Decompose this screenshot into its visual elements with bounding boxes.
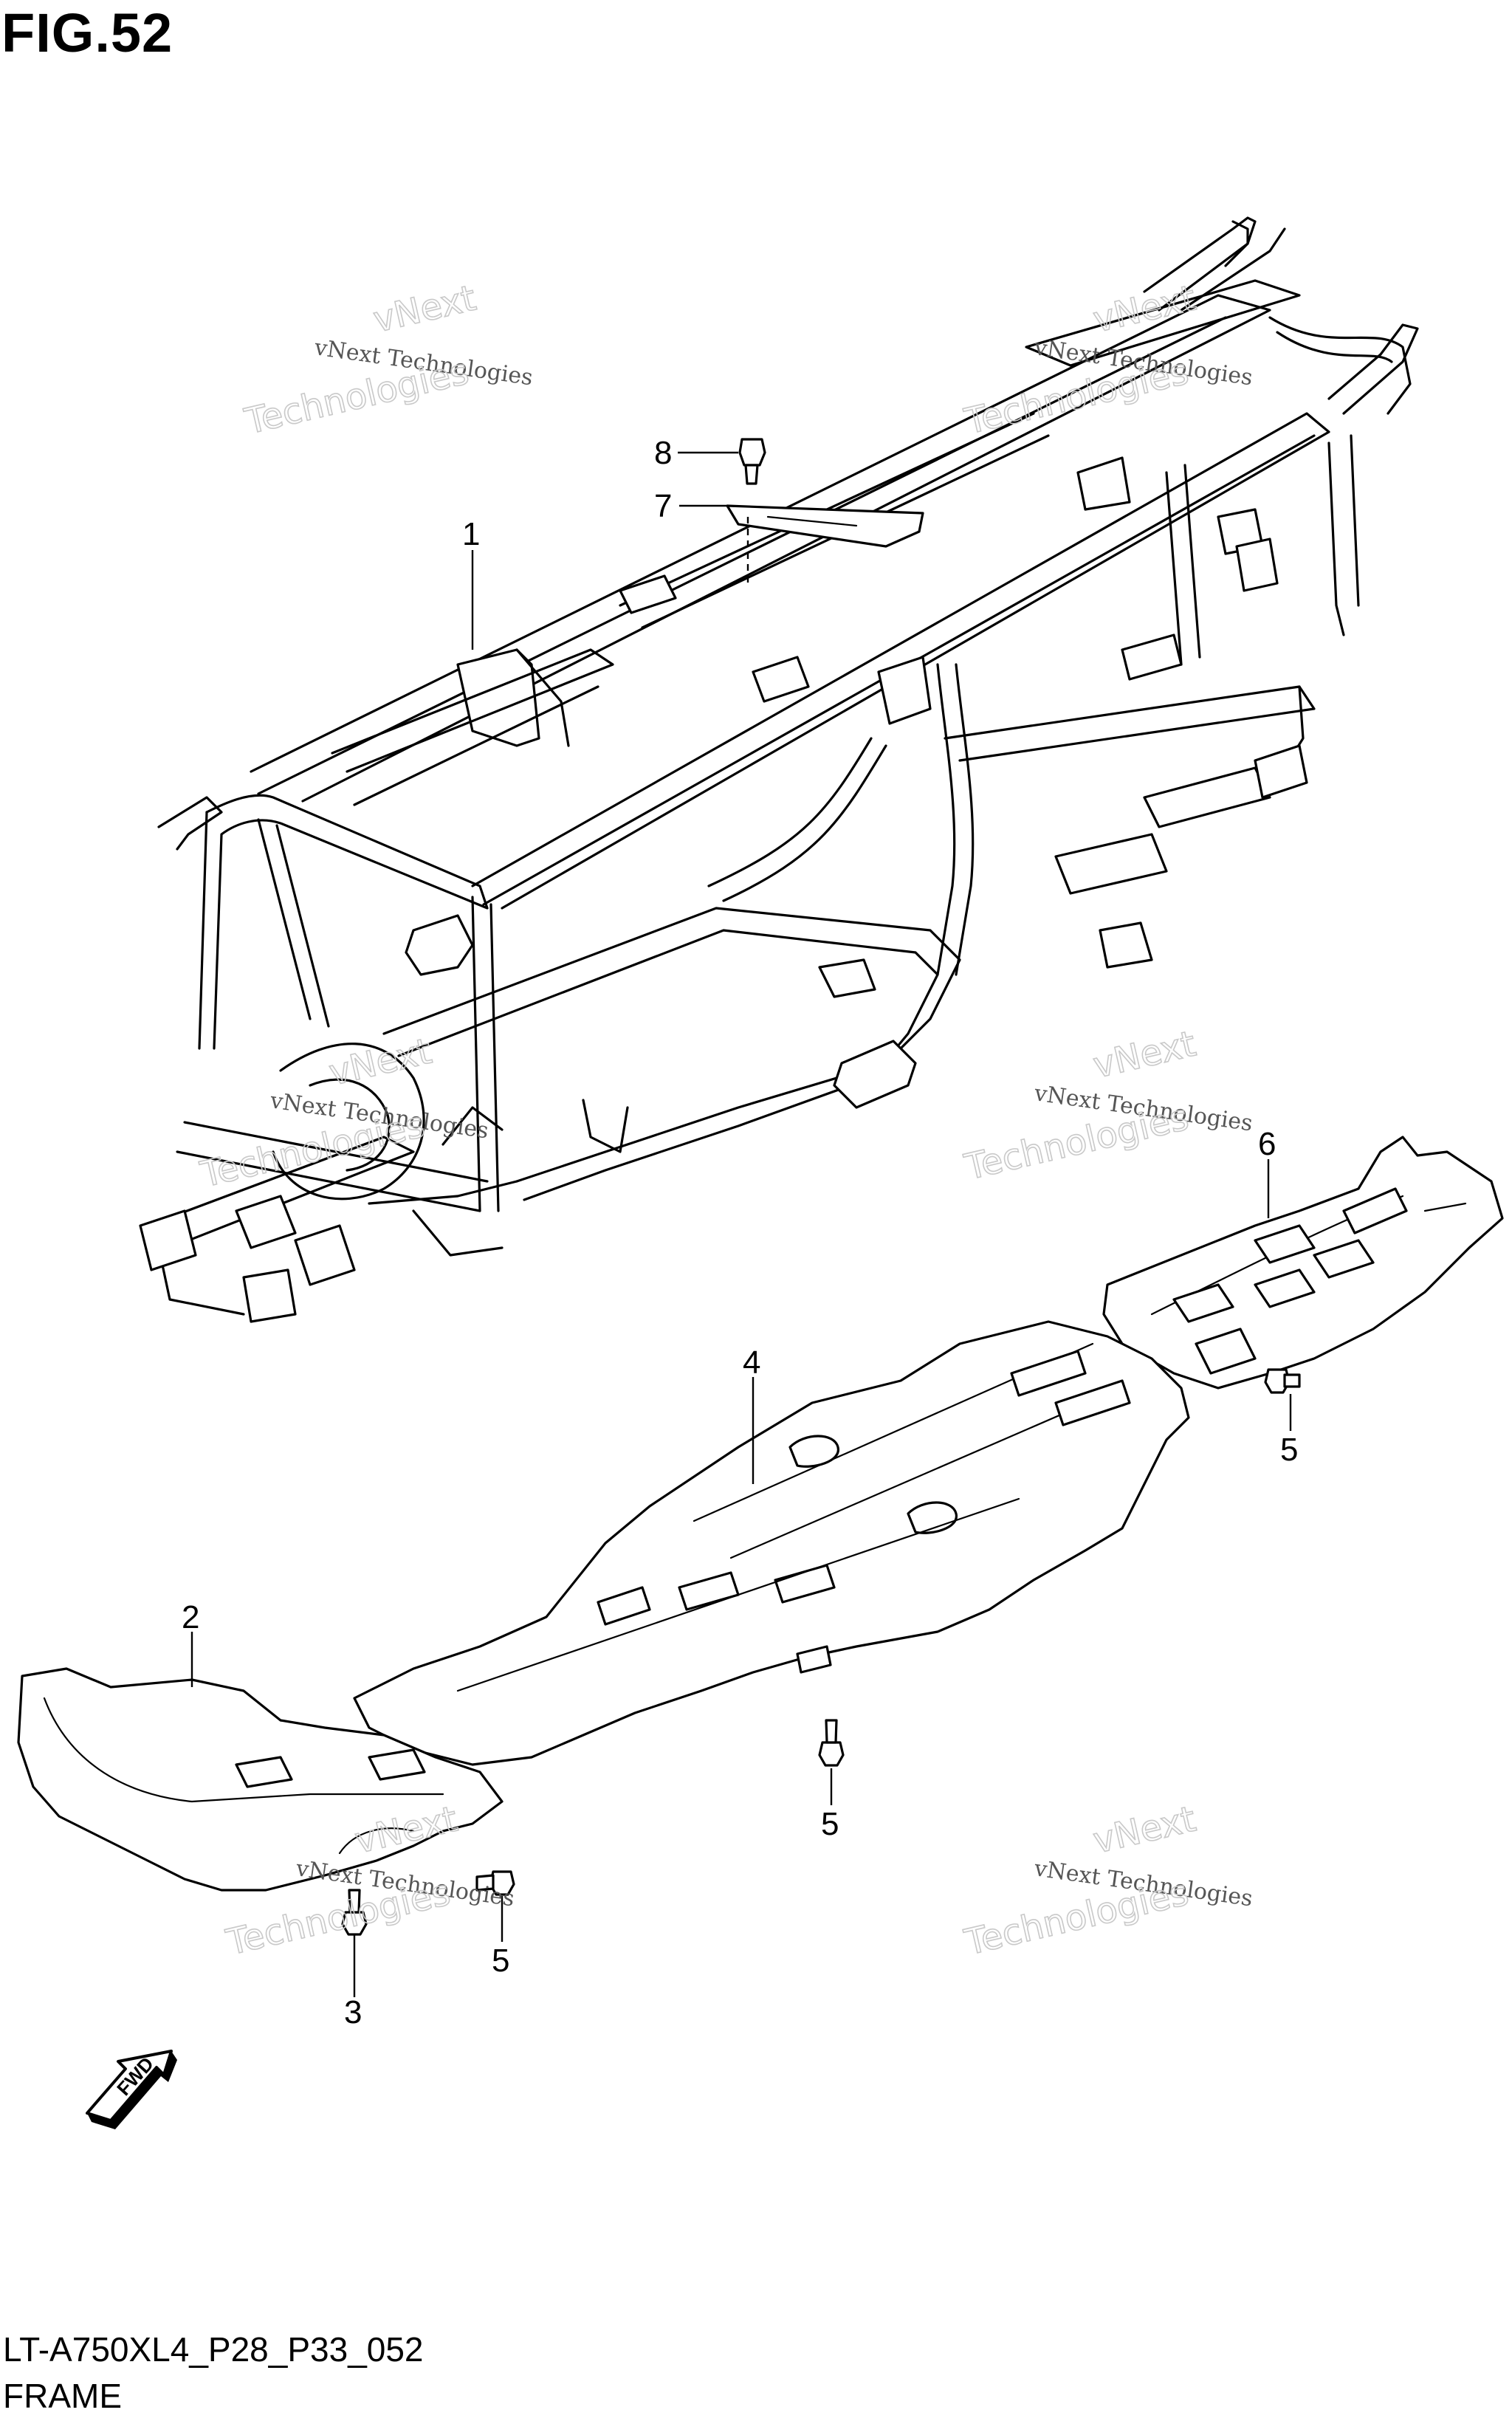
- callout-2: 2: [182, 1599, 199, 1635]
- bolt-5-rear: [1264, 1368, 1301, 1394]
- callout-6: 6: [1258, 1126, 1276, 1162]
- watermark-6: vNext Technologies vNext Technologies: [960, 1798, 1254, 1964]
- skid-plate-2: [17, 1667, 504, 1892]
- leader-lines: [190, 451, 1292, 1997]
- watermark-1: vNext Technologies vNext Technologies: [240, 277, 535, 443]
- frame-assembly: [139, 216, 1419, 1323]
- bolt-5-front: [475, 1870, 515, 1896]
- callout-7: 7: [654, 488, 672, 524]
- callout-8: 8: [654, 435, 672, 471]
- watermark-2: vNext Technologies vNext Technologies: [960, 277, 1254, 443]
- figure-title: FIG.52: [1, 2, 173, 63]
- skid-plate-4: [353, 1320, 1190, 1766]
- bracket-7: [726, 504, 924, 583]
- svg-text:vNext: vNext: [1090, 1023, 1200, 1087]
- callout-1: 1: [462, 516, 480, 552]
- skid-plate-6: [1102, 1136, 1504, 1390]
- watermark-3: vNext Technologies vNext Technologies: [196, 1030, 490, 1196]
- svg-text:vNext: vNext: [1090, 1799, 1200, 1862]
- callout-5-front: 5: [492, 1943, 509, 1979]
- bolt-8: [738, 438, 766, 485]
- diagram-code: LT-A750XL4_P28_P33_052: [3, 2330, 424, 2369]
- bolt-3: [341, 1889, 368, 1936]
- callout-4: 4: [743, 1345, 760, 1381]
- callout-labels: 1 2 3 4 5 5 5 5 6 7 8: [182, 435, 1298, 2030]
- callout-3: 3: [344, 1994, 362, 2030]
- bolt-5-middle: [818, 1719, 845, 1767]
- callout-5-rear: 5: [1280, 1432, 1298, 1468]
- svg-text:vNext: vNext: [370, 278, 480, 341]
- fwd-arrow-icon: FWD: [86, 2050, 177, 2129]
- callout-5-middle: 5: [821, 1806, 839, 1842]
- diagram-name: FRAME: [3, 2377, 122, 2415]
- svg-text:vNext: vNext: [326, 1031, 436, 1094]
- watermark-4: vNext Technologies vNext Technologies: [960, 1023, 1254, 1189]
